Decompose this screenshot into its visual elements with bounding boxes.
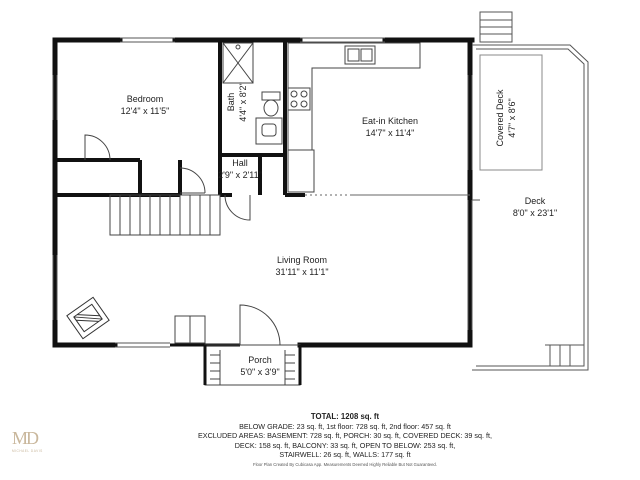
wood-stove (66, 296, 110, 340)
room-dims: 2'9" x 2'11" (218, 170, 262, 180)
room-covered-deck: Covered Deck 4'7" x 8'6" (486, 86, 526, 156)
summary-line: EXCLUDED AREAS: BASEMENT: 728 sq. ft, PO… (198, 431, 492, 441)
room-name: Covered Deck (495, 89, 505, 147)
room-deck: Deck 8'0" x 23'1" (495, 195, 575, 219)
room-name: Bedroom (126, 94, 164, 104)
room-living: Living Room 31'11" x 11'1" (252, 254, 352, 278)
bedroom-door (84, 134, 111, 161)
interior-walls (55, 40, 305, 197)
summary-line: STAIRWELL: 26 sq. ft, WALLS: 177 sq. ft (279, 450, 411, 460)
room-name: Hall (232, 158, 248, 168)
room-porch: Porch 5'0" x 3'9" (225, 354, 295, 378)
room-name: Bath (226, 92, 236, 112)
entry-cabinet (174, 315, 206, 344)
hall-door (179, 167, 251, 221)
room-bedroom: Bedroom 12'4" x 11'5" (100, 93, 190, 117)
windows (52, 37, 473, 348)
porch-outline (203, 344, 302, 386)
room-bath: Bath 4'4" x 8'2" (222, 78, 252, 121)
summary-line: BELOW GRADE: 23 sq. ft, 1st floor: 728 s… (239, 421, 451, 431)
brand-logo: MD MICHAEL DAVIS (12, 428, 52, 458)
room-name: Porch (248, 355, 272, 365)
room-dims: 5'0" x 3'9" (240, 367, 280, 377)
area-summary: TOTAL: 1208 sq. ft BELOW GRADE: 23 sq. f… (170, 412, 520, 460)
room-dims: 4'4" x 8'2" (238, 82, 248, 122)
room-kitchen: Eat-in Kitchen 14'7" x 11'4" (340, 115, 440, 139)
room-dims: 31'11" x 11'1" (275, 267, 329, 277)
logo-mark: MD (12, 428, 39, 448)
front-door (239, 304, 281, 346)
kitchen-counters (287, 42, 421, 193)
room-dims: 4'7" x 8'6" (507, 98, 517, 138)
total-area: TOTAL: 1208 sq. ft (310, 412, 380, 421)
deck-outline (472, 11, 589, 371)
room-name: Deck (524, 196, 546, 206)
room-hall: Hall 2'9" x 2'11" (210, 157, 270, 181)
room-dims: 14'7" x 11'4" (365, 128, 415, 138)
room-dims: 8'0" x 23'1" (512, 208, 558, 218)
room-dims: 12'4" x 11'5" (120, 106, 170, 116)
bath-sink (255, 117, 283, 145)
exterior-walls (52, 37, 475, 348)
logo-subtext: MICHAEL DAVIS (12, 449, 43, 453)
room-name: Living Room (276, 255, 328, 265)
room-name: Eat-in Kitchen (361, 116, 419, 126)
shower (222, 42, 254, 84)
disclaimer: Floor Plan Created By Cubicasa App. Meas… (253, 462, 437, 467)
summary-line: DECK: 158 sq. ft, BALCONY: 33 sq. ft, OP… (234, 440, 456, 450)
toilet (261, 91, 281, 117)
stairs (109, 194, 221, 236)
